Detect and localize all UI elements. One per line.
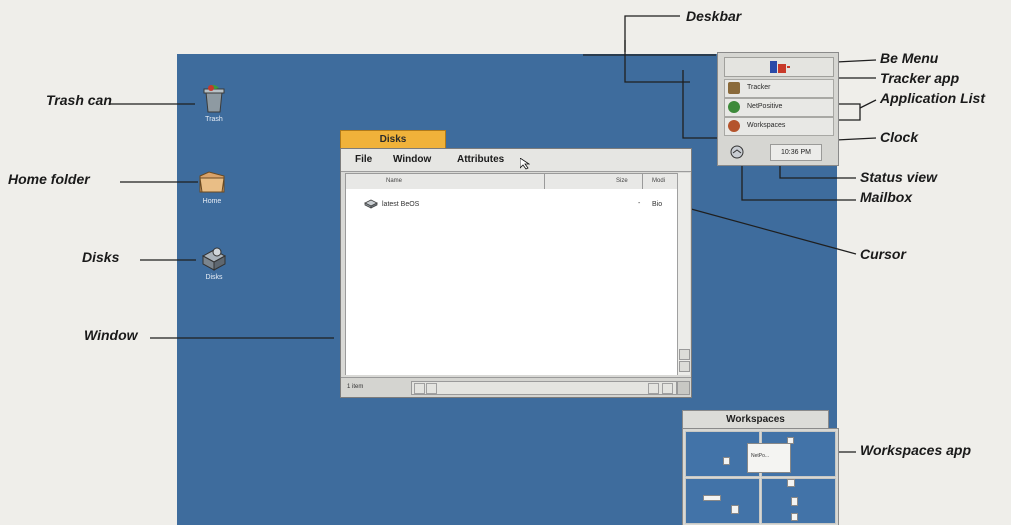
workspaces-icon (728, 120, 740, 132)
row-size: - (638, 200, 641, 207)
workspace-mini-window-label: NetPo... (751, 453, 770, 459)
callout-trash-can: Trash can (46, 92, 112, 108)
desktop-icon-home-label: Home (202, 198, 222, 205)
cursor-icon (520, 158, 530, 170)
workspace-mini-window: NetPo... (747, 443, 791, 473)
row-modified: Bio (652, 201, 663, 208)
workspace-3[interactable] (685, 478, 760, 524)
menu-attributes[interactable]: Attributes (457, 154, 505, 165)
desktop-icon-disks[interactable]: Disks (194, 242, 234, 281)
workspace-mini-window (731, 505, 739, 514)
workspaces-window: NetPo... (682, 428, 839, 525)
callout-deskbar: Deskbar (686, 8, 742, 24)
deskbar-app-tracker[interactable]: Tracker (724, 79, 834, 98)
row-name: latest BeOS (382, 201, 420, 208)
workspace-mini-window (791, 513, 798, 521)
scroll-right-arrow[interactable] (426, 383, 437, 394)
menu-file[interactable]: File (355, 154, 373, 165)
scroll-left-arrow[interactable] (414, 383, 425, 394)
be-menu-button[interactable] (724, 57, 834, 77)
clock[interactable]: 10:36 PM (770, 144, 822, 161)
scroll-down-arrow[interactable] (679, 361, 690, 372)
deskbar: Tracker NetPositive Workspaces 10:36 PM (717, 52, 839, 166)
disks-window[interactable]: File Window Attributes Name Size Modi la… (340, 148, 692, 398)
vertical-scrollbar[interactable] (677, 173, 690, 375)
workspace-4[interactable] (761, 478, 836, 524)
workspace-mini-window (703, 495, 721, 501)
desktop-icon-trash-label: Trash (205, 116, 223, 123)
column-header-modified[interactable]: Modi (652, 178, 666, 184)
deskbar-app-label: Workspaces (747, 122, 786, 129)
callout-workspaces-app: Workspaces app (860, 442, 972, 458)
home-folder-icon (199, 171, 225, 193)
workspace-mini-window (791, 497, 798, 506)
column-divider (544, 174, 545, 189)
scroll-up-arrow[interactable] (679, 349, 690, 360)
deskbar-app-workspaces[interactable]: Workspaces (724, 117, 834, 136)
disk-volume-icon (364, 199, 378, 209)
workspace-mini-window (787, 479, 795, 487)
column-divider (642, 174, 643, 189)
netpositive-icon (728, 101, 740, 113)
table-row[interactable]: latest BeOS - Bio (364, 199, 674, 211)
callout-home-folder: Home folder (8, 171, 90, 187)
workspaces-window-tab[interactable]: Workspaces (682, 410, 829, 429)
callout-disks: Disks (82, 249, 120, 265)
item-count: 1 item (347, 384, 364, 390)
disks-window-tab[interactable]: Disks (340, 130, 446, 149)
trash-icon (203, 84, 225, 113)
menu-window[interactable]: Window (393, 154, 432, 165)
mailbox-icon[interactable] (730, 145, 744, 159)
callout-tracker-app: Tracker app (880, 70, 960, 86)
callout-mailbox: Mailbox (860, 189, 913, 205)
column-headers: Name Size Modi (345, 173, 679, 190)
desktop-icon-home[interactable]: Home (192, 166, 232, 205)
desktop-icon-trash[interactable]: Trash (194, 84, 234, 123)
column-header-size[interactable]: Size (616, 178, 628, 184)
column-header-name[interactable]: Name (386, 178, 403, 184)
callout-cursor: Cursor (860, 246, 906, 262)
callout-be-menu: Be Menu (880, 50, 939, 66)
tracker-icon (728, 82, 740, 94)
scroll-right-arrow[interactable] (662, 383, 673, 394)
status-bar: 1 item (341, 377, 691, 397)
be-logo-icon (770, 61, 790, 73)
file-list[interactable]: latest BeOS - Bio (345, 189, 678, 375)
deskbar-app-netpositive[interactable]: NetPositive (724, 98, 834, 117)
callout-status-view: Status view (860, 169, 938, 185)
deskbar-app-label: Tracker (747, 84, 771, 91)
disks-window-menubar: File Window Attributes (341, 149, 691, 172)
desktop-icon-disks-label: Disks (205, 274, 223, 281)
workspace-mini-window (723, 457, 730, 465)
deskbar-app-label: NetPositive (747, 103, 783, 110)
callout-clock: Clock (880, 129, 919, 145)
callout-application-list: Application List (880, 90, 985, 106)
scroll-left-arrow[interactable] (648, 383, 659, 394)
callout-window: Window (84, 327, 138, 343)
disks-icon (201, 247, 227, 271)
horizontal-scrollbar[interactable] (411, 381, 677, 395)
workspace-mini-window (787, 437, 794, 444)
resize-handle[interactable] (677, 381, 690, 395)
